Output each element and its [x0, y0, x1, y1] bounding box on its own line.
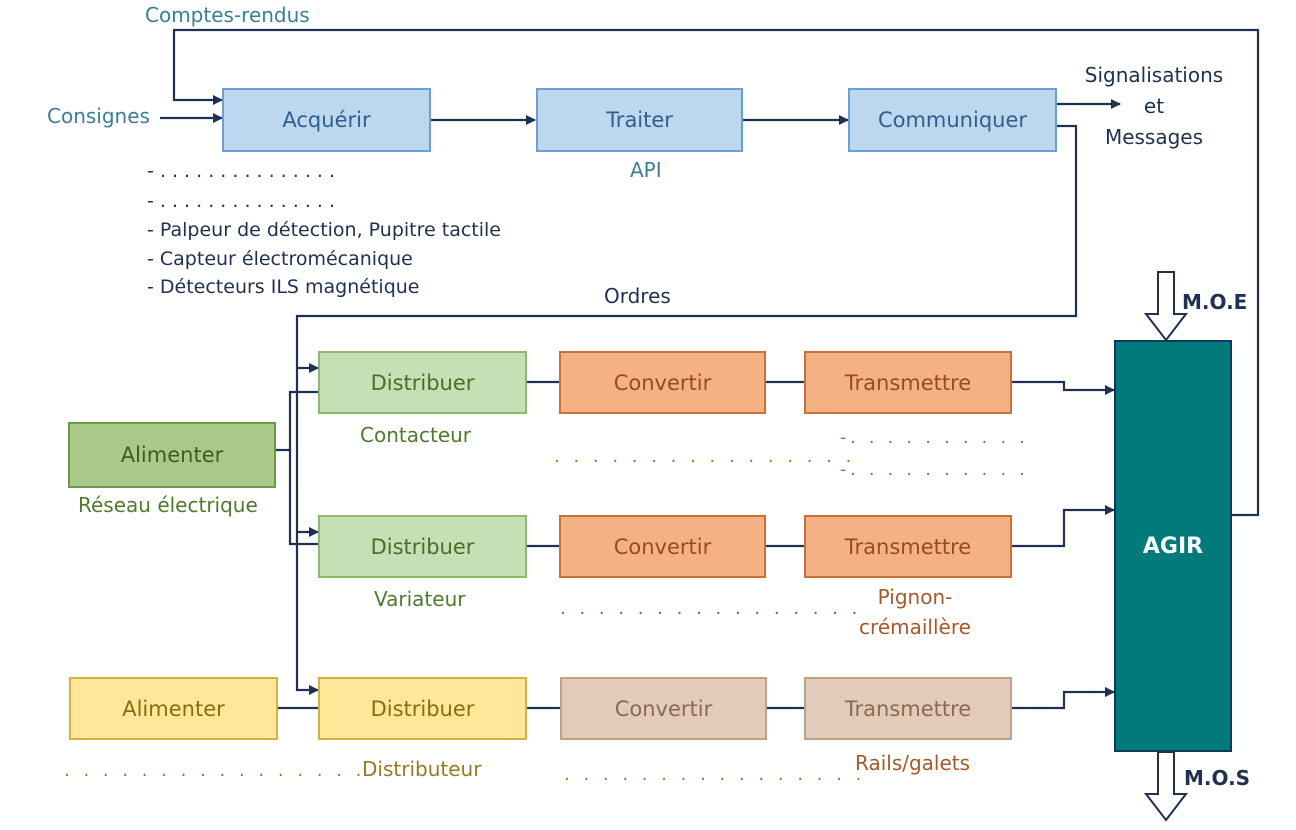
row3-transmettre-label: Transmettre [844, 696, 972, 721]
api-label: API [630, 158, 662, 182]
row3-transmettre-box: Transmettre [804, 677, 1012, 740]
agir-box: AGIR [1114, 340, 1232, 752]
acquisition-list-item: - Capteur électromécanique [147, 248, 413, 270]
alimenter-electrique-label: Alimenter [120, 443, 224, 467]
signalisations-line-1: Signalisations [1084, 63, 1224, 87]
comptes-rendus-label: Comptes-rendus [145, 3, 310, 27]
row2-convertir-box: Convertir [559, 515, 766, 578]
acquisition-list-item: - . . . . . . . . . . . . . . . [147, 190, 336, 212]
row2-transmettre-label: Transmettre [844, 534, 972, 559]
rails-galets-label: Rails/galets [855, 751, 971, 775]
alimenter1-split-low [288, 450, 318, 546]
moe-label: M.O.E [1182, 290, 1248, 314]
traiter-box: Traiter [536, 88, 743, 152]
ordres-label: Ordres [604, 284, 671, 308]
pignon-line-2: crémaillère [859, 615, 971, 639]
row1-convertir-box: Convertir [559, 351, 766, 414]
row2-convertir-label: Convertir [613, 534, 712, 559]
traiter-label: Traiter [606, 108, 673, 132]
row1-to-agir [1012, 380, 1115, 395]
row2-distribuer-box: Distribuer [318, 515, 527, 578]
row3-convertir-box: Convertir [560, 677, 767, 740]
row2-distribuer-label: Distribuer [370, 534, 475, 559]
agir-label: AGIR [1142, 533, 1204, 559]
moe-arrow [1143, 271, 1189, 342]
distributeur-label: Distributeur [362, 757, 482, 781]
row3-to-agir [1012, 687, 1115, 710]
row1-distribuer-box: Distribuer [318, 351, 527, 414]
signalisations-line-2: et [1143, 94, 1165, 118]
alimenter-pneumatique-box: Alimenter [69, 677, 278, 740]
pignon-cremaillere-label: Pignon- crémaillère [840, 582, 990, 642]
row1-convertir-label: Convertir [613, 370, 712, 395]
row2-to-agir [1012, 505, 1115, 548]
mos-label: M.O.S [1184, 766, 1251, 790]
communiquer-label: Communiquer [877, 108, 1028, 132]
acquisition-list-item: - Détecteurs ILS magnétique [147, 276, 420, 298]
row1-transmettre-box: Transmettre [804, 351, 1012, 414]
row3-distribuer-box: Distribuer [318, 677, 527, 740]
acquerir-box: Acquérir [222, 88, 431, 152]
pignon-line-1: Pignon- [877, 585, 953, 609]
acquerir-label: Acquérir [282, 108, 371, 132]
signalisations-line-3: Messages [1104, 125, 1204, 149]
row2-transmettre-box: Transmettre [804, 515, 1012, 578]
alimenter1-split [276, 390, 318, 452]
contacteur-label: Contacteur [360, 423, 472, 447]
row3-alimenter-dots: . . . . . . . . . . . . . . . . [64, 760, 366, 781]
row2-convertir-dots: . . . . . . . . . . . . . . . . [560, 598, 862, 619]
row3-convertir-dots: . . . . . . . . . . . . . . . . [564, 764, 866, 785]
consignes-label: Consignes [47, 104, 150, 128]
variateur-label: Variateur [374, 587, 466, 611]
row1-transmettre-label: Transmettre [844, 370, 972, 395]
alimenter-electrique-box: Alimenter [68, 422, 276, 488]
row3-distribuer-label: Distribuer [370, 696, 475, 721]
communiquer-box: Communiquer [848, 88, 1057, 152]
signalisations-label: Signalisations et Messages [1082, 60, 1226, 153]
acquisition-list-item: - Palpeur de détection, Pupitre tactile [147, 219, 501, 241]
alimenter-pneumatique-label: Alimenter [122, 696, 225, 721]
row1-transmettre-dots-1: -. . . . . . . . . . [840, 428, 1029, 448]
mos-arrow [1143, 751, 1189, 822]
row1-distribuer-label: Distribuer [370, 370, 475, 395]
row1-transmettre-dots-2: -. . . . . . . . . . [840, 460, 1029, 480]
row1-convertir-dots: . . . . . . . . . . . . . . . . [554, 446, 856, 467]
row3-convertir-label: Convertir [614, 696, 713, 721]
reseau-electrique-label: Réseau électrique [78, 493, 258, 517]
comptes-rendus-line [172, 28, 1260, 517]
ordres-line [295, 124, 1078, 695]
acquisition-list-item: - . . . . . . . . . . . . . . . [147, 160, 336, 182]
